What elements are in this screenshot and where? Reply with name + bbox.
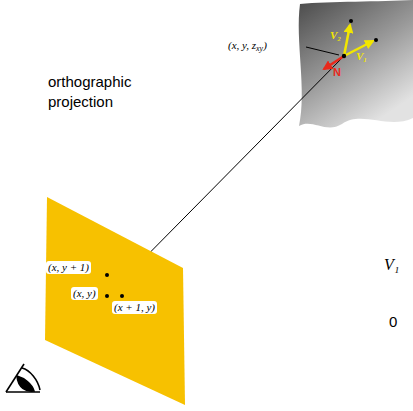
label-text: (x + 1, y)	[114, 301, 155, 313]
annotation-label: (x, y + 1)	[46, 261, 91, 274]
pixel-point	[105, 273, 109, 277]
annotation-label: (x, y)	[71, 287, 98, 300]
pixel-point	[105, 294, 109, 298]
label-text: )	[263, 39, 267, 51]
label-text: V₂	[330, 29, 341, 41]
label-text: V₁	[356, 50, 367, 62]
label-text: N	[333, 66, 341, 78]
annotation-label: (x + 1, y)	[112, 301, 157, 314]
label-text: V₁	[384, 256, 399, 273]
eye-symbol	[6, 364, 40, 392]
annotation-label: orthographic projection	[48, 72, 148, 112]
image-plane	[45, 197, 185, 405]
annotation-label: V₁	[356, 50, 367, 63]
pixel-point	[120, 294, 124, 298]
label-text: (x, y, z	[228, 39, 256, 51]
label-text: (x, y)	[73, 287, 96, 299]
surface	[299, 0, 413, 127]
label-text: (x, y + 1)	[48, 261, 89, 273]
leader-line	[306, 47, 339, 55]
annotation-label: (x, y, zxy)	[226, 39, 269, 53]
vector-v2	[344, 25, 350, 56]
label-text: 0	[389, 313, 397, 330]
annotation-label: V₁	[384, 256, 399, 274]
annotation-label: N	[333, 66, 341, 79]
subscript: xy	[256, 44, 263, 53]
point	[349, 19, 353, 23]
label-text: orthographic projection	[48, 73, 131, 110]
surface-point	[342, 54, 346, 58]
annotation-label: V₂	[330, 29, 341, 42]
annotation-label: 0	[389, 313, 397, 330]
point	[374, 38, 378, 42]
